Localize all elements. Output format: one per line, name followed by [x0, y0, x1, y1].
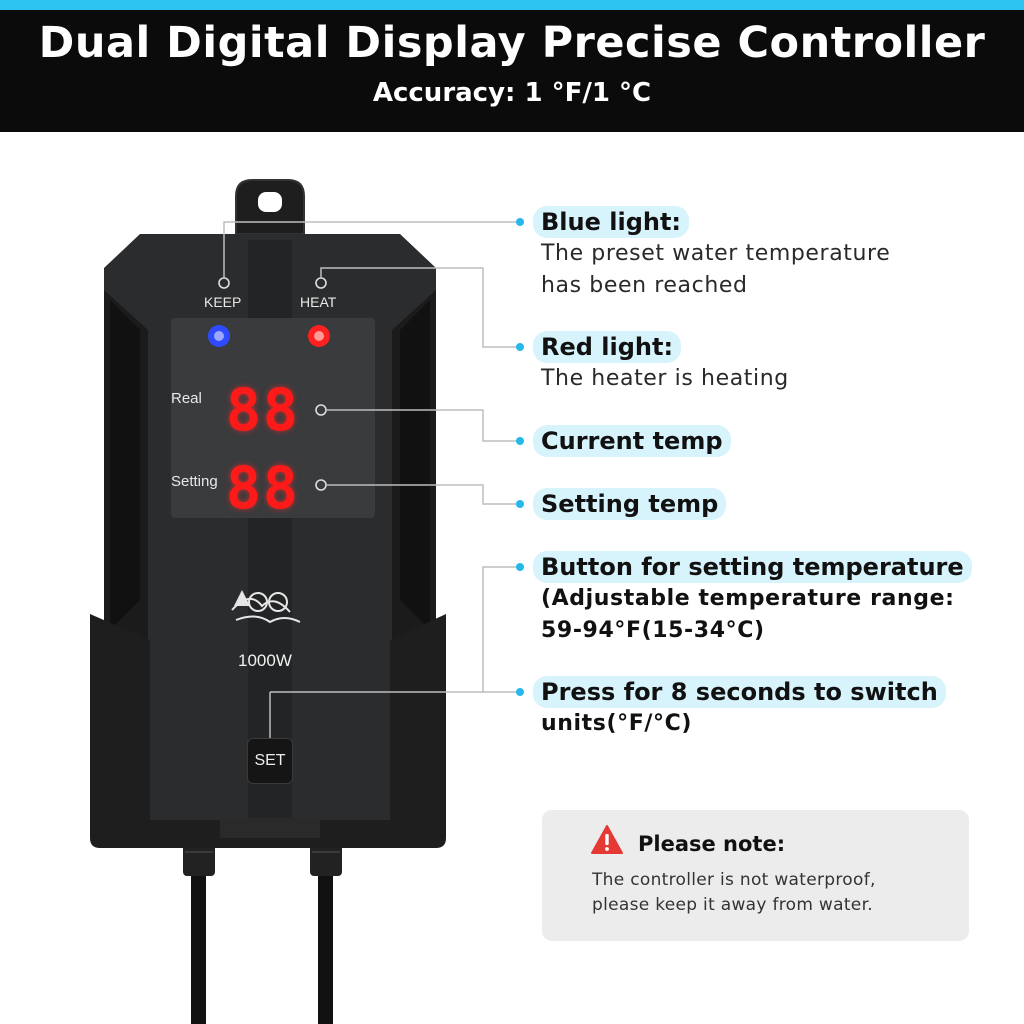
page-title: Dual Digital Display Precise Controller: [38, 18, 986, 68]
red-light-line1: The heater is heating: [541, 366, 789, 391]
note-line1: The controller is not waterproof,: [592, 870, 876, 890]
header-accent-bar: [0, 0, 1024, 10]
real-temp-display: 88: [226, 376, 300, 444]
warning-icon: [591, 825, 623, 854]
set-button[interactable]: SET: [247, 738, 293, 784]
button-line2: 59-94°F(15-34°C): [541, 618, 765, 643]
real-label: Real: [171, 390, 202, 407]
blue-light-line2: has been reached: [541, 273, 748, 298]
heat-label: HEAT: [300, 294, 337, 310]
press-line1: units(°F/°C): [541, 711, 692, 736]
setting-temp-display: 88: [226, 454, 300, 522]
note-title: Please note:: [638, 832, 786, 856]
callout-dot: [516, 688, 524, 696]
note-line2: please keep it away from water.: [592, 895, 874, 915]
current-temp-title: Current temp: [533, 425, 731, 457]
callout-dot: [516, 218, 524, 226]
cable-right: [318, 870, 333, 1024]
button-line1: (Adjustable temperature range:: [541, 586, 955, 611]
red-light-title: Red light:: [533, 331, 682, 363]
blue-light-title: Blue light:: [533, 206, 690, 238]
callout-dot: [516, 437, 524, 445]
controller-device: [90, 179, 520, 1024]
wattage-label: 1000W: [238, 651, 292, 670]
press-title: Press for 8 seconds to switch: [533, 676, 946, 708]
header-banner: [0, 10, 1024, 132]
cable-left: [191, 870, 206, 1024]
wall-holster: [90, 614, 446, 848]
callout-dot: [516, 563, 524, 571]
button-title: Button for setting temperature: [533, 551, 972, 583]
leader-lines: [223, 221, 520, 693]
callout-dot: [516, 343, 524, 351]
setting-temp-title: Setting temp: [533, 488, 727, 520]
page-subtitle: Accuracy: 1 °F/1 °C: [372, 78, 652, 108]
keep-label: KEEP: [204, 294, 242, 310]
note-body: The controller is not waterproof, please…: [592, 868, 876, 918]
note-box: Please note: The controller is not water…: [542, 810, 969, 941]
callout-dot: [516, 500, 524, 508]
display-window: [171, 318, 375, 518]
setting-label: Setting: [171, 473, 218, 490]
blue-light-line1: The preset water temperature: [541, 241, 891, 266]
